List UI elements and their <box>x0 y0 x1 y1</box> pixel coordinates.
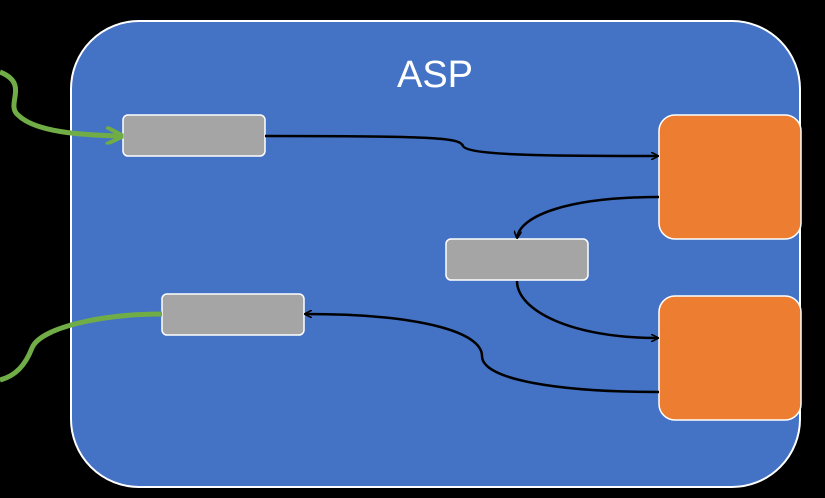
input-box <box>122 114 266 157</box>
connector-top-to-middle <box>517 195 660 238</box>
asp-title: ASP <box>396 54 474 96</box>
output-box <box>161 293 305 336</box>
connector-middle-to-bottom <box>515 280 658 338</box>
external-output-flow <box>0 311 163 383</box>
middle-box <box>445 238 589 281</box>
connector-bottom-to-output <box>305 314 660 394</box>
process-box-bottom <box>658 295 802 421</box>
process-box-top <box>658 114 802 240</box>
connector-input-to-top <box>264 134 658 156</box>
external-input-flow <box>0 69 120 136</box>
